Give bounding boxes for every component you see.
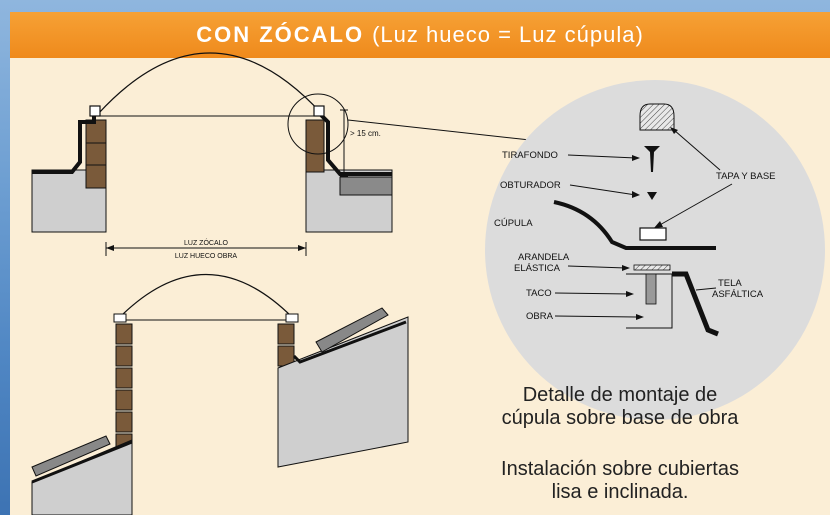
label-tapa-base: TAPA Y BASE [716, 171, 776, 182]
detail-caption: Detalle de montaje de cúpula sobre base … [470, 384, 770, 430]
luz-zocalo-label: LUZ ZÓCALO [184, 238, 229, 247]
left-membrane [32, 114, 96, 174]
header-title: CON ZÓCALO [196, 22, 365, 47]
install-caption-line2: lisa e inclinada. [551, 481, 689, 503]
right-membrane [318, 112, 392, 176]
asphalt-membrane [672, 271, 719, 337]
mounting-detail: TIRAFONDO OBTURADOR CÚPULA ARANDELA ELÁS… [485, 80, 825, 420]
left-fixing [89, 105, 101, 117]
base-profile [639, 227, 667, 241]
right-fixing [313, 105, 325, 117]
label-tirafondo: TIRAFONDO [502, 150, 558, 161]
height-label: > 15 cm. [350, 129, 381, 138]
diagram-panel: CON ZÓCALO (Luz hueco = Luz cúpula) [10, 12, 830, 515]
lower-dome-arc [119, 274, 293, 318]
plug [647, 192, 657, 200]
label-obturador: OBTURADOR [500, 180, 561, 191]
screw [644, 146, 660, 172]
flat-roof-section: > 15 cm. LUZ ZÓCALO LUZ HUECO OBRA [31, 52, 531, 260]
sloped-roof-section [31, 274, 409, 515]
header-subtitle: (Luz hueco = Luz cúpula) [372, 22, 644, 47]
detail-marker-circle [287, 93, 349, 155]
label-obra: OBRA [526, 311, 554, 322]
left-roof-tile [31, 435, 111, 477]
cap-profile [639, 103, 675, 131]
detail-caption-line1: Detalle de montaje de [522, 384, 718, 406]
left-brick-column [115, 323, 133, 455]
right-curb-bricks [305, 119, 325, 173]
label-arandela-2: ELÁSTICA [514, 263, 561, 274]
right-roof-tile [315, 307, 389, 353]
right-sloped-roof [277, 316, 409, 468]
washer [633, 264, 671, 271]
right-brick-column [277, 323, 295, 367]
label-taco: TACO [526, 288, 552, 299]
section-header: CON ZÓCALO (Luz hueco = Luz cúpula) [10, 12, 830, 58]
left-curb-bricks [85, 119, 107, 189]
install-caption-line1: Instalación sobre cubiertas [501, 458, 739, 480]
luz-hueco-obra-label: LUZ HUECO OBRA [175, 253, 238, 260]
dome-edge [553, 200, 650, 250]
detail-leader-line [347, 119, 531, 141]
dome-arc [97, 52, 323, 115]
detail-caption-line2: cúpula sobre base de obra [501, 407, 739, 429]
label-tela-1: TELA [718, 278, 742, 289]
label-arandela-1: ARANDELA [518, 252, 570, 263]
label-tela-2: ASFÁLTICA [712, 289, 764, 300]
install-caption: Instalación sobre cubiertas lisa e incli… [470, 458, 770, 504]
label-cupula: CÚPULA [494, 218, 533, 229]
installation-drawing: > 15 cm. LUZ ZÓCALO LUZ HUECO OBRA [31, 52, 825, 515]
anchor [645, 273, 657, 305]
